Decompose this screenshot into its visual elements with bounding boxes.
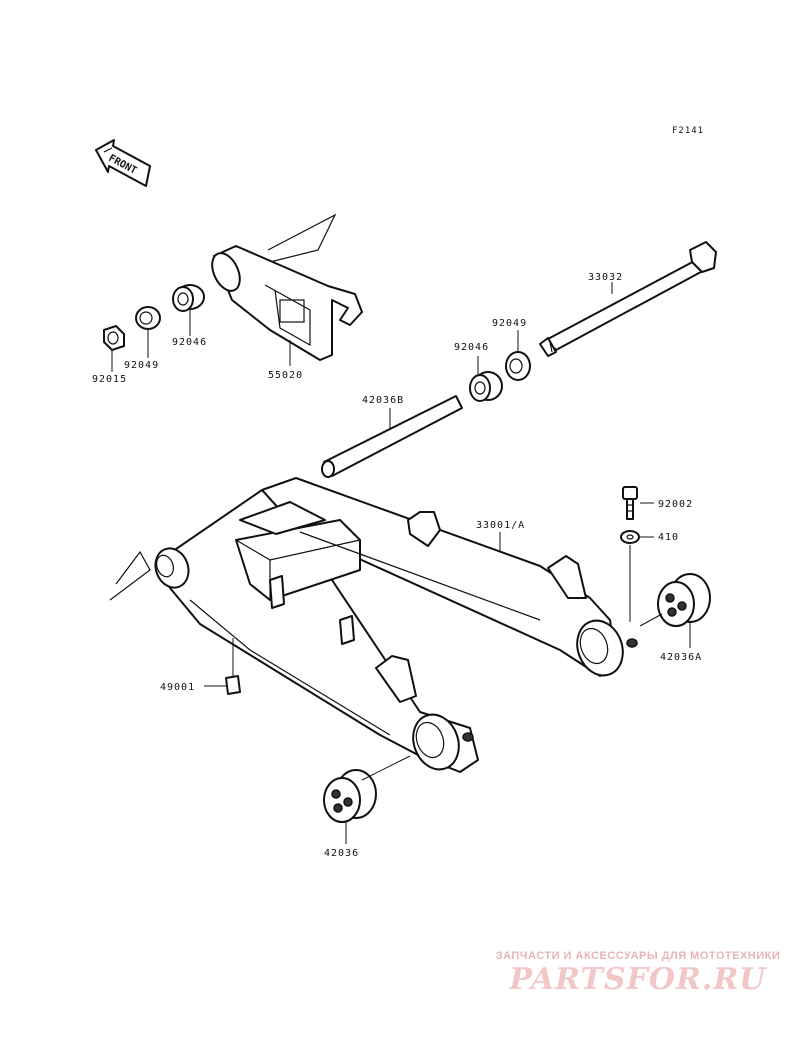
swingarm-33001a bbox=[109, 477, 638, 773]
label-92002: 92002 bbox=[658, 499, 693, 510]
nut-92015 bbox=[103, 325, 125, 372]
eccentric-hub-42036 bbox=[323, 755, 411, 844]
collar-left bbox=[135, 306, 161, 358]
pivot-shaft-33032 bbox=[539, 241, 717, 357]
label-410: 410 bbox=[658, 532, 679, 543]
label-42036a: 42036A bbox=[660, 652, 702, 663]
figure-code: F2141 bbox=[672, 126, 704, 136]
label-92046-left: 92046 bbox=[172, 337, 207, 348]
label-33001a: 33001/A bbox=[476, 520, 525, 531]
label-55020: 55020 bbox=[268, 370, 303, 381]
label-92046-right: 92046 bbox=[454, 342, 489, 353]
watermark-logo: PARTSFOR.RU bbox=[509, 962, 767, 997]
label-92049-left: 92049 bbox=[124, 360, 159, 371]
needle-bearing-right bbox=[469, 356, 503, 402]
label-92015: 92015 bbox=[92, 374, 127, 385]
sleeve-42036b bbox=[321, 395, 463, 478]
label-92049-right: 92049 bbox=[492, 318, 527, 329]
eccentric-hub-42036a bbox=[639, 573, 711, 648]
washer-410 bbox=[620, 530, 654, 622]
bracket-55020 bbox=[211, 213, 363, 366]
front-arrow-icon: FRONT bbox=[95, 139, 151, 187]
label-42036: 42036 bbox=[324, 848, 359, 859]
label-42036b: 42036B bbox=[362, 395, 404, 406]
watermark-tagline: ЗАПЧАСТИ И АКСЕССУАРЫ ДЛЯ МОТОТЕХНИКИ bbox=[495, 950, 781, 962]
grease-nipple-49001 bbox=[204, 638, 241, 695]
label-33032: 33032 bbox=[588, 272, 623, 283]
label-49001: 49001 bbox=[160, 682, 195, 693]
bolt-92002 bbox=[622, 486, 654, 520]
needle-bearing-left bbox=[172, 284, 205, 336]
collar-right bbox=[505, 330, 531, 381]
